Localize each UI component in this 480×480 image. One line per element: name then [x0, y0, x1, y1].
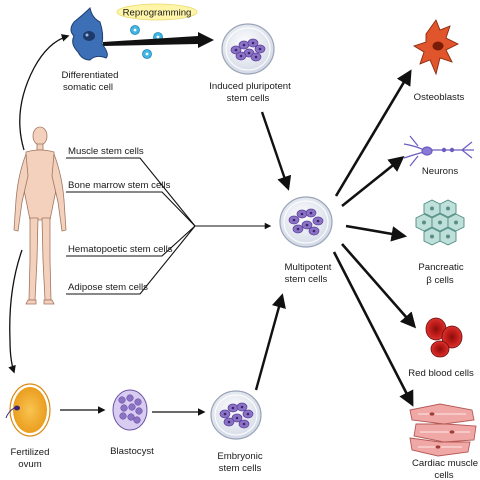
- neurons-label: Neurons: [422, 166, 458, 177]
- to-rbc-arrow: [341, 243, 417, 329]
- red-blood-cells-icon: [425, 317, 463, 358]
- ipsc-to-multipotent-arrow: [260, 111, 292, 191]
- blastocyst-label: Blastocyst: [110, 446, 154, 457]
- pancreatic-label-1: Pancreatic: [418, 262, 464, 273]
- to-neurons-arrow: [341, 156, 405, 208]
- reprogramming-group: Reprogramming: [103, 3, 214, 59]
- somatic-cell-label-1: Differentiated: [62, 70, 119, 81]
- reprogramming-badge: [116, 3, 198, 21]
- to-cardiac-arrow: [332, 251, 414, 407]
- cardiac-cells-icon: [409, 403, 477, 457]
- osteoblasts-label: Osteoblasts: [414, 92, 465, 103]
- somatic-cell-label-2: somatic cell: [63, 82, 113, 93]
- somatic-cell-icon: [70, 6, 108, 61]
- hematopoetic-stem-cells-label: Hematopoetic stem cells: [68, 244, 173, 255]
- multipotent-label-2: stem cells: [285, 274, 328, 285]
- fertilized-label-1: Fertilized: [11, 447, 50, 458]
- rbc-label: Red blood cells: [408, 368, 474, 379]
- osteoblast-icon: [412, 19, 460, 76]
- cardiac-label-2: cells: [434, 470, 453, 480]
- human-body-icon: [13, 126, 67, 305]
- reprogramming-label: Reprogramming: [123, 8, 192, 19]
- multipotent-dish: [279, 196, 333, 248]
- differentiation-arrows: [332, 69, 417, 407]
- fertilized-label-2: ovum: [18, 459, 41, 470]
- pancreatic-label-2: β cells: [426, 275, 454, 286]
- to-pancreatic-arrow: [345, 224, 408, 242]
- adult-source-lines: [66, 157, 272, 295]
- neuron-icon: [403, 135, 474, 167]
- embryonic-to-multipotent-arrow: [254, 293, 286, 391]
- adipose-stem-cells-label: Adipose stem cells: [68, 282, 148, 293]
- ipsc-label-2: stem cells: [227, 93, 270, 104]
- muscle-stem-cells-label: Muscle stem cells: [68, 146, 144, 157]
- body-to-somatic-arrow: [19, 34, 70, 151]
- ipsc-label-1: Induced pluripotent: [209, 81, 291, 92]
- multipotent-label-1: Multipotent: [285, 262, 332, 273]
- reprogramming-vesicles: [130, 25, 163, 59]
- ipsc-dish: [221, 23, 275, 75]
- embryonic-label-2: stem cells: [219, 463, 262, 474]
- reprogramming-arrow: [103, 32, 214, 48]
- fertilized-ovum-icon: [5, 383, 51, 437]
- pancreatic-cells-icon: [415, 199, 465, 246]
- cardiac-label-1: Cardiac muscle: [412, 458, 478, 469]
- body-to-ovum-arrow: [8, 249, 23, 374]
- embryonic-label-1: Embryonic: [217, 451, 263, 462]
- embryonic-dish: [210, 390, 262, 440]
- blastocyst-icon: [112, 389, 148, 431]
- to-osteoblasts-arrow: [334, 69, 412, 197]
- bone-marrow-stem-cells-label: Bone marrow stem cells: [68, 180, 171, 191]
